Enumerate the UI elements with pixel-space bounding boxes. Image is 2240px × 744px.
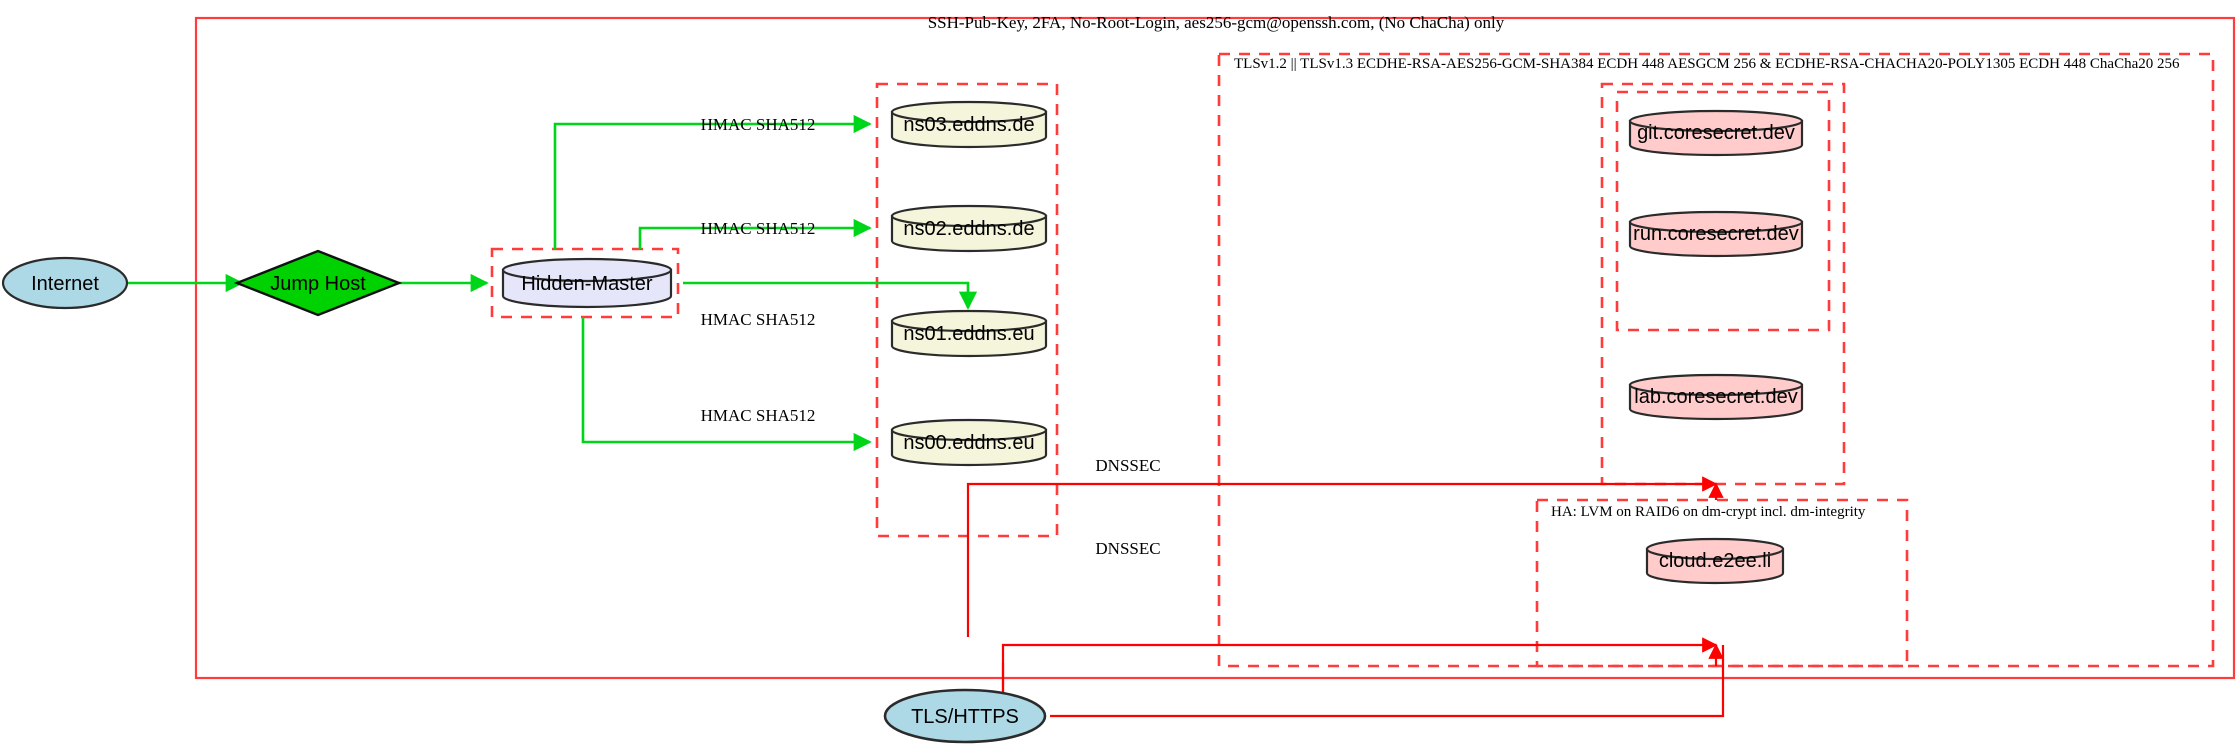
edge-label-hmac-ns03: HMAC SHA512 <box>701 115 816 134</box>
node-ns01[interactable]: ns01.eddns.eu <box>890 309 1048 358</box>
edge-dnssec-lower <box>1001 637 1718 700</box>
edge-label-hmac-ns00: HMAC SHA512 <box>701 406 816 425</box>
node-git-coresecret[interactable]: git.coresecret.dev <box>1628 109 1804 157</box>
node-hidden-master[interactable]: Hidden-Master <box>501 257 673 309</box>
node-ns00-label: ns00.eddns.eu <box>903 432 1034 454</box>
cluster-coresecret-inner <box>1615 90 1831 332</box>
node-ns02[interactable]: ns02.eddns.de <box>890 204 1048 253</box>
edge-label-dnssec-upper: DNSSEC <box>1095 456 1160 475</box>
edge-master-to-ns02 <box>638 218 872 249</box>
node-hidden-master-label: Hidden-Master <box>521 273 653 295</box>
node-tls-https-label: TLS/HTTPS <box>911 706 1019 728</box>
node-run-coresecret[interactable]: run.coresecret.dev <box>1628 210 1804 258</box>
edge-master-to-ns03 <box>553 114 872 249</box>
cluster-ssh-label: SSH-Pub-Key, 2FA, No-Root-Login, aes256-… <box>928 13 1505 32</box>
node-jump-host[interactable]: Jump Host <box>233 249 403 317</box>
edge-tls-to-services <box>1050 645 1725 718</box>
node-lab-coresecret-label: lab.coresecret.dev <box>1634 386 1797 408</box>
cluster-hidden-master <box>490 247 680 319</box>
node-ns03[interactable]: ns03.eddns.de <box>890 100 1048 149</box>
node-jump-host-label: Jump Host <box>270 273 366 295</box>
node-cloud-e2ee-label: cloud.e2ee.li <box>1659 550 1771 572</box>
edge-label-hmac-ns02: HMAC SHA512 <box>701 219 816 238</box>
node-ns03-label: ns03.eddns.de <box>903 114 1034 136</box>
edge-master-to-ns00 <box>581 317 872 452</box>
node-internet[interactable]: Internet <box>1 256 129 310</box>
cluster-ssh-outer <box>194 16 2236 680</box>
edge-label-dnssec-lower: DNSSEC <box>1095 539 1160 558</box>
node-run-coresecret-label: run.coresecret.dev <box>1633 223 1799 245</box>
cluster-tls-label: TLSv1.2 || TLSv1.3 ECDHE-RSA-AES256-GCM-… <box>1234 56 2180 72</box>
node-tls-https[interactable]: TLS/HTTPS <box>883 688 1047 744</box>
cluster-ha-label: HA: LVM on RAID6 on dm-crypt incl. dm-in… <box>1551 504 1866 520</box>
node-cloud-e2ee[interactable]: cloud.e2ee.li <box>1645 537 1785 585</box>
node-ns02-label: ns02.eddns.de <box>903 218 1034 240</box>
node-internet-label: Internet <box>31 273 99 295</box>
edge-master-to-ns01 <box>683 281 978 310</box>
edge-dnssec-upper <box>966 476 1718 637</box>
node-ns00[interactable]: ns00.eddns.eu <box>890 418 1048 467</box>
node-lab-coresecret[interactable]: lab.coresecret.dev <box>1628 373 1804 421</box>
node-ns01-label: ns01.eddns.eu <box>903 323 1034 345</box>
edge-label-hmac-ns01: HMAC SHA512 <box>701 310 816 329</box>
node-git-coresecret-label: git.coresecret.dev <box>1637 122 1795 144</box>
